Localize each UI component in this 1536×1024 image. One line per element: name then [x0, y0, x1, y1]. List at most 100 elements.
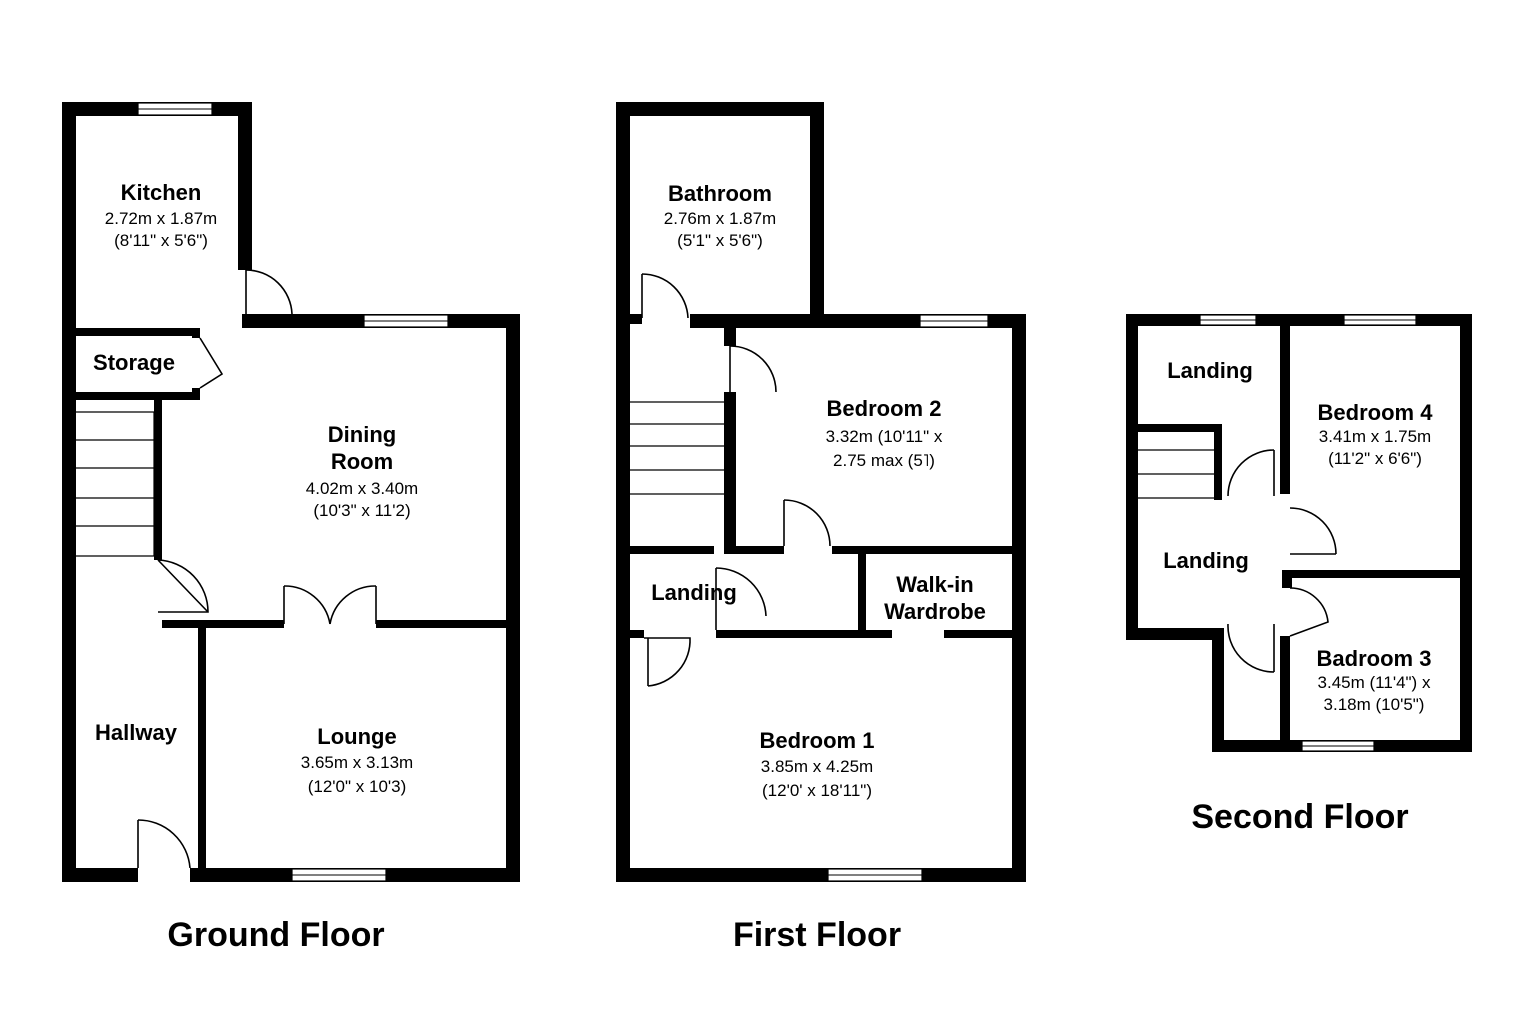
wall	[1126, 314, 1138, 640]
wall	[616, 102, 824, 116]
door	[644, 637, 691, 687]
wall	[1126, 314, 1472, 326]
bathroom-label: Bathroom	[668, 181, 772, 206]
window	[1301, 740, 1375, 752]
window	[1343, 314, 1417, 326]
door	[1289, 587, 1329, 637]
hallway-label: Hallway	[95, 720, 178, 745]
ground-floor-plan: Kitchen 2.72m x 1.87m (8'11" x 5'6") Sto…	[62, 102, 520, 954]
second-floor-title: Second Floor	[1191, 798, 1408, 836]
door	[641, 273, 689, 319]
bedroom-4-label: Bedroom 4	[1318, 400, 1434, 425]
window	[137, 102, 213, 116]
wall	[1290, 570, 1460, 578]
bedroom-1-dimensions: 3.85m x 4.25m	[761, 757, 873, 776]
bedroom-1-label: Bedroom 1	[760, 728, 875, 753]
kitchen-label: Kitchen	[121, 180, 202, 205]
wall	[810, 102, 824, 322]
kitchen-dimensions: 2.72m x 1.87m	[105, 209, 217, 228]
window	[919, 314, 989, 328]
wall	[944, 630, 1012, 638]
wall	[1280, 636, 1290, 740]
bathroom-dimensions-imperial: (5'1" x 5'6")	[677, 231, 763, 250]
door	[157, 559, 209, 613]
wall	[724, 328, 736, 346]
landing-mid-label: Landing	[1163, 548, 1249, 573]
wall	[1282, 570, 1292, 588]
wall	[858, 554, 866, 638]
lounge-dimensions: 3.65m x 3.13m	[301, 753, 413, 772]
door	[1227, 623, 1275, 673]
wall	[832, 546, 1012, 554]
wall	[616, 102, 630, 882]
dining-room-dimensions-imperial: (10'3" x 11'2)	[313, 501, 410, 520]
door	[1289, 507, 1337, 555]
wall	[376, 620, 510, 628]
wall	[506, 314, 520, 882]
bedroom-2-dimensions-line2: 2.75 max (5˥)	[833, 451, 935, 470]
wall	[1212, 628, 1224, 752]
door	[283, 585, 377, 625]
walk-in-wardrobe-label: Walk-in	[896, 572, 973, 597]
stairs	[1138, 449, 1214, 499]
kitchen-dimensions-imperial: (8'11" x 5'6")	[114, 231, 208, 250]
window	[291, 868, 387, 882]
wall	[62, 328, 200, 336]
lounge-dimensions-imperial: (12'0" x 10'3)	[308, 777, 407, 796]
wall	[716, 630, 892, 638]
first-floor-plan: Bathroom 2.76m x 1.87m (5'1" x 5'6") Bed…	[616, 102, 1026, 954]
door	[783, 499, 831, 547]
bathroom-dimensions: 2.76m x 1.87m	[664, 209, 776, 228]
bedroom-2-label: Bedroom 2	[827, 396, 942, 421]
wall	[192, 388, 200, 400]
wall	[630, 546, 714, 554]
landing-label: Landing	[651, 580, 737, 605]
bedroom-3-dimensions-line2: 3.18m (10'5")	[1324, 695, 1425, 714]
wall	[616, 868, 1026, 882]
wall	[1214, 424, 1222, 500]
wall	[1012, 314, 1026, 882]
ground-floor-title: Ground Floor	[167, 916, 384, 954]
wall	[1126, 628, 1224, 640]
dining-room-dimensions: 4.02m x 3.40m	[306, 479, 418, 498]
door	[137, 819, 191, 869]
bedroom-4-dimensions: 3.41m x 1.75m	[1319, 427, 1431, 446]
window	[827, 868, 923, 882]
second-floor-plan: Landing Landing Bedroom 4 3.41m x 1.75m …	[1126, 314, 1472, 836]
wall	[1138, 424, 1222, 432]
bedroom-1-dimensions-imperial: (12'0' x 18'11")	[762, 781, 872, 800]
door	[715, 567, 767, 630]
door	[245, 269, 293, 315]
stairs	[630, 401, 724, 495]
wall	[154, 400, 162, 560]
wall	[630, 630, 644, 638]
wall	[162, 620, 284, 628]
dining-room-label-line2: Room	[331, 449, 393, 474]
bedroom-3-dimensions: 3.45m (11'4") x	[1318, 673, 1431, 692]
wall	[1460, 314, 1472, 752]
wall	[62, 102, 76, 882]
door	[1227, 449, 1275, 497]
wall	[724, 392, 736, 554]
wall	[198, 628, 206, 868]
wall	[724, 546, 784, 554]
wall	[62, 392, 200, 400]
wall	[630, 314, 642, 324]
window	[1199, 314, 1257, 326]
storage-label: Storage	[93, 350, 175, 375]
lounge-label: Lounge	[317, 724, 396, 749]
wall	[238, 102, 252, 270]
window	[363, 314, 449, 328]
stairs	[76, 411, 155, 557]
door	[199, 337, 224, 389]
walk-in-wardrobe-label-line2: Wardrobe	[884, 599, 986, 624]
wall	[62, 868, 138, 882]
wall	[192, 328, 200, 338]
wall	[1280, 326, 1290, 494]
dining-room-label: Dining	[328, 422, 396, 447]
bedroom-4-dimensions-imperial: (11'2" x 6'6")	[1328, 449, 1422, 468]
landing-top-label: Landing	[1167, 358, 1253, 383]
bedroom-3-label: Badroom 3	[1317, 646, 1432, 671]
bedroom-2-dimensions: 3.32m (10'11" x	[826, 427, 943, 446]
